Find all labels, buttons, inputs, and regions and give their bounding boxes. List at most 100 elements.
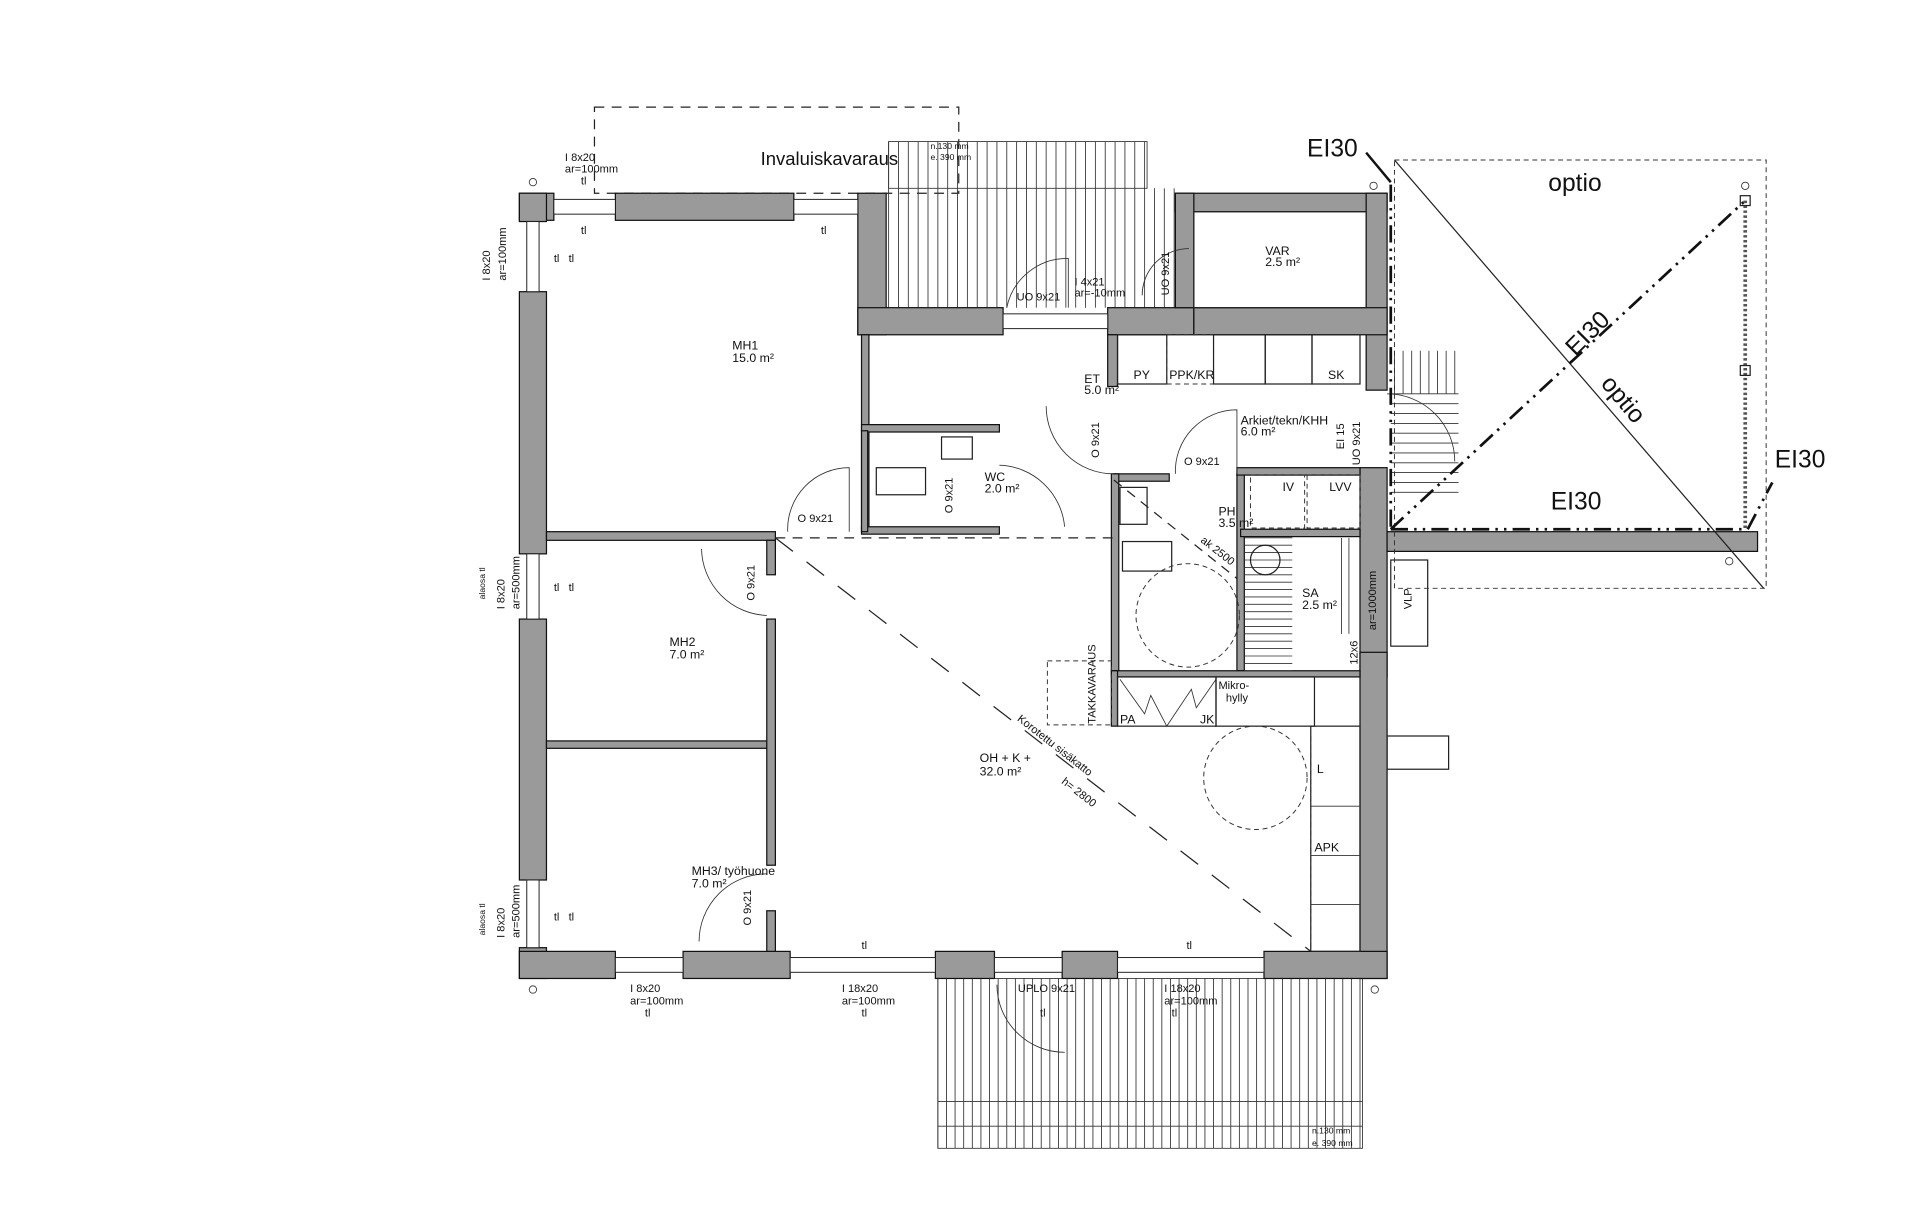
sauna-ar: ar=1000mm (1367, 571, 1379, 630)
fixture-l: L (1317, 762, 1324, 776)
ph-toilet (1121, 540, 1173, 572)
option-diagonal (1393, 159, 1765, 589)
fixture-lvv: LVV (1329, 480, 1352, 494)
sauna-stove-icon (1249, 544, 1281, 576)
window-left-mid-note: alaosa tl (477, 567, 487, 599)
raised-ceiling-line (775, 537, 1312, 952)
door-o-mh1: O 9x21 (798, 513, 834, 525)
post-icon (1739, 364, 1751, 377)
svg-text:tl: tl (862, 1008, 868, 1020)
fixture-apk: APK (1314, 841, 1339, 855)
ph-ceiling-height: ak 2500 (1198, 534, 1236, 568)
door-o-wc: O 9x21 (944, 478, 956, 514)
ramp-reservation (593, 106, 960, 194)
optio-top: optio (1548, 170, 1601, 197)
fixture-ppk: PPK/KR (1169, 368, 1214, 382)
ph-ceiling-line (1113, 479, 1238, 579)
wc-toilet (875, 467, 927, 496)
room-mh1-area: 15.0 m² (732, 351, 774, 365)
svg-text:tl: tl (581, 176, 587, 188)
door-o-et: O 9x21 (1090, 422, 1102, 458)
window-bottom-2-ar: ar=100mm (842, 995, 895, 1007)
room-sa-area: 2.5 m² (1302, 598, 1337, 612)
windows (526, 198, 1265, 973)
fixture-iv: IV (1282, 480, 1294, 494)
room-oh-area: 32.0 m² (980, 764, 1022, 778)
window-left-mid-size: I 8x20 (496, 579, 508, 609)
room-mh3-area: 7.0 m² (692, 876, 727, 890)
fixture-hylly: hylly (1226, 693, 1249, 705)
window-left-bot-ar: ar=500mm (510, 885, 522, 938)
room-mh2-name: MH2 (670, 635, 696, 649)
room-oh-name: OH + K + (980, 751, 1031, 765)
raised-ceiling-label: Korotettu sisäkatto (1015, 713, 1095, 779)
ei30-leader (1365, 151, 1392, 183)
window-bottom-3-ar: ar=100mm (1164, 995, 1217, 1007)
door-uo-entry: UO 9x21 (1017, 291, 1061, 303)
window-bottom-2-size: I 18x20 (842, 983, 878, 995)
window-bottom-3-size: I 18x20 (1164, 983, 1200, 995)
utility-cabinets (1116, 334, 1361, 529)
window-left-mid-ar: ar=500mm (510, 556, 522, 609)
room-ph-area: 3.5 m² (1218, 516, 1253, 530)
sauna-benches (1244, 537, 1350, 672)
door-i4x21: I 4x21 (1074, 277, 1104, 289)
entry-steps (888, 141, 1148, 189)
option-area (1393, 159, 1767, 589)
door-uo-side: UO 9x21 (1351, 422, 1363, 466)
side-deck (1390, 350, 1459, 493)
ramp-label: Invaluiskavaraus (761, 148, 898, 169)
terrace-outline (937, 978, 1363, 1149)
fixture-vlp: VLP (1403, 588, 1415, 609)
room-sa-name: SA (1302, 586, 1319, 600)
post-icon (1739, 195, 1751, 207)
room-mh3-name: MH3/ työhuone (692, 864, 776, 878)
room-et-area: 5.0 m² (1084, 383, 1119, 397)
optio-diag: optio (1595, 371, 1650, 429)
window-left-top-size: I 8x20 (481, 250, 493, 280)
svg-text:tl: tl (554, 582, 560, 594)
svg-text:tl: tl (581, 225, 587, 237)
svg-text:tl: tl (645, 1008, 651, 1020)
door-o-arkiet: O 9x21 (1184, 456, 1220, 468)
room-arkiet-area: 6.0 m² (1241, 425, 1276, 439)
ph-sink (1119, 486, 1148, 525)
window-bottom-1-size: I 8x20 (630, 983, 660, 995)
window-left-bot-note: alaosa tl (477, 903, 487, 935)
door-i4x21-ar: ar=-10mm (1074, 288, 1125, 300)
stair-run-top: e. 390 mm (930, 152, 971, 162)
stair-rise-bot: n.130 mm (1312, 1126, 1350, 1136)
tl-markers: tl tl tl tl tl tl tl tl tl tl tl tl tl t… (554, 176, 1192, 1020)
terrace-deck (937, 978, 1363, 1149)
corner-markers (528, 178, 1750, 994)
svg-text:tl: tl (554, 912, 560, 924)
svg-text:tl: tl (554, 253, 560, 265)
ei30-label-bottom: EI30 (1551, 489, 1602, 516)
interior-walls (545, 334, 1361, 952)
room-wc-name: WC (985, 470, 1006, 484)
door-o-mh2: O 9x21 (745, 565, 757, 601)
room-var-area: 2.5 m² (1265, 255, 1300, 269)
kitchen-cabinets (1116, 676, 1361, 953)
svg-text:tl: tl (1040, 1008, 1046, 1020)
ei30-label-diag: EI30 (1561, 306, 1616, 361)
room-var-name: VAR (1265, 244, 1289, 258)
stair-run-bot: e. 390 mm (1312, 1138, 1353, 1148)
room-mh1-name: MH1 (732, 339, 758, 353)
fixture-sk: SK (1328, 368, 1345, 382)
room-mh2-area: 7.0 m² (670, 647, 705, 661)
room-arkiet-name: Arkiet/tekn/KHH (1241, 414, 1328, 428)
fixture-pa: PA (1120, 713, 1136, 727)
ei30-label-right: EI30 (1775, 447, 1826, 474)
window-top-size: I 8x20 (565, 152, 595, 164)
storage-room (1193, 211, 1367, 309)
svg-text:tl: tl (862, 940, 868, 952)
kitchen-turning-circle (1203, 725, 1308, 831)
window-bottom-1-ar: ar=100mm (630, 995, 683, 1007)
fixture-jk: JK (1200, 713, 1215, 727)
sauna-size: 12x6 (1349, 641, 1361, 665)
ei30-label-top: EI30 (1307, 135, 1358, 162)
vlp-unit (1390, 559, 1429, 647)
window-left-bot-size: I 8x20 (496, 908, 508, 938)
